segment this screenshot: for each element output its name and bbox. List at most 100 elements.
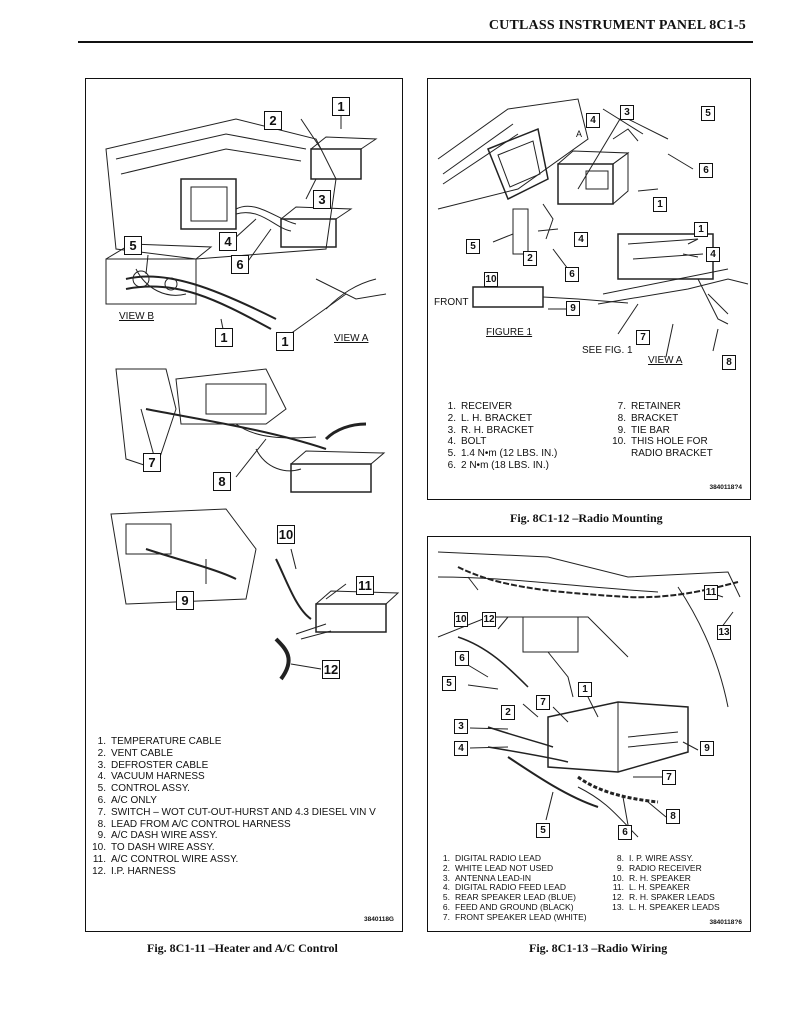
fig12-legend-right: 7.RETAINER 8.BRACKET 9.TIE BAR 10.THIS H… bbox=[610, 401, 713, 460]
callout-11: 11 bbox=[356, 576, 374, 595]
callout-9: 9 bbox=[566, 301, 580, 316]
callout-8: 8 bbox=[666, 809, 680, 824]
callout-2: 2 bbox=[264, 111, 282, 130]
callout-6-lower: 6 bbox=[565, 267, 579, 282]
callout-4: 4 bbox=[219, 232, 237, 251]
callout-10: 10 bbox=[454, 612, 468, 627]
figure-8c1-11-panel: 1 2 3 4 5 6 1 1 7 8 9 10 11 12 VIEW B VI… bbox=[85, 78, 403, 932]
callout-4: 4 bbox=[586, 113, 600, 128]
legend-item: 3.R. H. BRACKET bbox=[447, 424, 534, 436]
figure-code: 3840118G bbox=[363, 916, 394, 923]
callout-1: 1 bbox=[332, 97, 350, 116]
fig13-legend-right: 8.I. P. WIRE ASSY. 9.RADIO RECEIVER 10.R… bbox=[610, 853, 720, 913]
callout-3: 3 bbox=[313, 190, 331, 209]
callout-1-view-a: 1 bbox=[276, 332, 294, 351]
callout-9: 9 bbox=[700, 741, 714, 756]
callout-7-right: 7 bbox=[662, 770, 676, 785]
callout-10: 10 bbox=[277, 525, 295, 544]
figure-1-label: FIGURE 1 bbox=[486, 327, 533, 338]
callout-6-lower: 6 bbox=[618, 825, 632, 840]
callout-3: 3 bbox=[454, 719, 468, 734]
callout-4: 4 bbox=[454, 741, 468, 756]
see-fig-label: SEE FIG. 1 bbox=[582, 345, 633, 356]
legend-item: 2.WHITE LEAD NOT USED bbox=[442, 862, 554, 873]
figure-8c1-12-panel: 4 3 5 6 1 4 5 2 6 1 4 10 9 7 8 A FRONT F… bbox=[427, 78, 751, 500]
legend-item: 9.TIE BAR bbox=[617, 424, 670, 436]
callout-1-right: 1 bbox=[694, 222, 708, 237]
legend-item: 8.I. P. WIRE ASSY. bbox=[616, 853, 694, 863]
legend-item: 9.RADIO RECEIVER bbox=[616, 862, 702, 873]
callout-12: 12 bbox=[482, 612, 496, 627]
callout-7: 7 bbox=[143, 453, 161, 472]
callout-1: 1 bbox=[578, 682, 592, 697]
legend-item: 5.REAR SPEAKER LEAD (BLUE) bbox=[442, 892, 576, 903]
legend-item: 2.L. H. BRACKET bbox=[447, 412, 533, 424]
callout-2: 2 bbox=[523, 251, 537, 266]
callout-8: 8 bbox=[213, 472, 231, 491]
fig13-caption: Fig. 8C1-13 –Radio Wiring bbox=[529, 941, 668, 955]
callout-5: 5 bbox=[124, 236, 142, 255]
callout-6: 6 bbox=[455, 651, 469, 666]
callout-6: 6 bbox=[231, 255, 249, 274]
callout-8: 8 bbox=[722, 355, 736, 370]
fig13-legend-left: 1.DIGITAL RADIO LEAD 2.WHITE LEAD NOT US… bbox=[436, 853, 587, 923]
callout-5: 5 bbox=[701, 106, 715, 121]
legend-item: 6.A/C ONLY bbox=[97, 794, 157, 806]
legend-item: 12.R. H. SPAKER LEADS bbox=[612, 892, 715, 903]
callout-4-right: 4 bbox=[706, 247, 720, 262]
legend-item: 11.L. H. SPEAKER bbox=[612, 882, 690, 893]
legend-item: 9.A/C DASH WIRE ASSY. bbox=[97, 830, 218, 842]
callout-6: 6 bbox=[699, 163, 713, 178]
fig11-caption: Fig. 8C1-11 –Heater and A/C Control bbox=[147, 941, 338, 955]
arrow-a-label: A bbox=[576, 129, 583, 139]
legend-item: 7.FRONT SPEAKER LEAD (WHITE) bbox=[442, 911, 587, 922]
fig12-caption: Fig. 8C1-12 –Radio Mounting bbox=[510, 511, 663, 525]
callout-5-lower: 5 bbox=[536, 823, 550, 838]
callout-1: 1 bbox=[653, 197, 667, 212]
callout-7: 7 bbox=[636, 330, 650, 345]
fig12-legend-left: 1.RECEIVER 2.L. H. BRACKET 3.R. H. BRACK… bbox=[440, 401, 558, 472]
callout-1-lower: 1 bbox=[215, 328, 233, 347]
legend-item: 5.1.4 N•m (12 LBS. IN.) bbox=[447, 448, 558, 460]
view-b-label: VIEW B bbox=[119, 311, 155, 322]
legend-item: 10.TO DASH WIRE ASSY. bbox=[92, 842, 215, 854]
callout-4-lower: 4 bbox=[574, 232, 588, 247]
legend-item: 3.DEFROSTER CABLE bbox=[97, 759, 209, 771]
heater-ac-control-illustration bbox=[105, 109, 400, 681]
legend-item: 8.BRACKET bbox=[617, 412, 679, 424]
legend-item: 10.R. H. SPEAKER bbox=[612, 872, 691, 883]
view-a-label: VIEW A bbox=[648, 355, 683, 366]
legend-item: 3.ANTENNA LEAD-IN bbox=[442, 872, 532, 883]
figure-code: 3840118?4 bbox=[709, 484, 742, 491]
figure-code: 3840118?6 bbox=[709, 919, 742, 926]
legend-item: 12.I.P. HARNESS bbox=[92, 865, 176, 877]
page-header-title: CUTLASS INSTRUMENT PANEL 8C1-5 bbox=[488, 18, 746, 33]
fig11-legend: 1.TEMPERATURE CABLE 2.VENT CABLE 3.DEFRO… bbox=[90, 736, 376, 878]
legend-item: 6.FEED AND GROUND (BLACK) bbox=[442, 901, 574, 912]
callout-10: 10 bbox=[484, 272, 498, 287]
legend-item: 4.BOLT bbox=[447, 436, 487, 448]
callout-13: 13 bbox=[717, 625, 731, 640]
legend-item: 4.DIGITAL RADIO FEED LEAD bbox=[442, 882, 566, 893]
radio-mounting-illustration bbox=[437, 98, 749, 358]
callout-9: 9 bbox=[176, 591, 194, 610]
callout-2: 2 bbox=[501, 705, 515, 720]
legend-item: 6.2 N•m (18 LBS. IN.) bbox=[447, 459, 549, 471]
callout-12: 12 bbox=[322, 660, 340, 679]
callout-5-lower: 5 bbox=[466, 239, 480, 254]
callout-3: 3 bbox=[620, 105, 634, 120]
legend-item: 1.RECEIVER bbox=[447, 401, 513, 412]
legend-item: 7.RETAINER bbox=[617, 401, 681, 412]
legend-item: RADIO BRACKET bbox=[631, 448, 713, 460]
callout-11: 11 bbox=[704, 585, 718, 600]
legend-item: 7.SWITCH – WOT CUT-OUT-HURST AND 4.3 DIE… bbox=[97, 806, 376, 818]
legend-item: 11.A/C CONTROL WIRE ASSY. bbox=[92, 853, 239, 865]
legend-item: 1.TEMPERATURE CABLE bbox=[97, 736, 222, 747]
figure-8c1-13-panel: 10 12 11 13 6 5 1 7 2 3 4 9 7 8 5 6 1.DI… bbox=[427, 536, 751, 932]
legend-item: 5.CONTROL ASSY. bbox=[97, 783, 190, 795]
legend-item: 4.VACUUM HARNESS bbox=[97, 771, 205, 783]
view-a-label: VIEW A bbox=[334, 333, 369, 344]
callout-5: 5 bbox=[442, 676, 456, 691]
legend-item: 2.VENT CABLE bbox=[97, 747, 174, 759]
legend-item: 1.DIGITAL RADIO LEAD bbox=[442, 853, 541, 863]
